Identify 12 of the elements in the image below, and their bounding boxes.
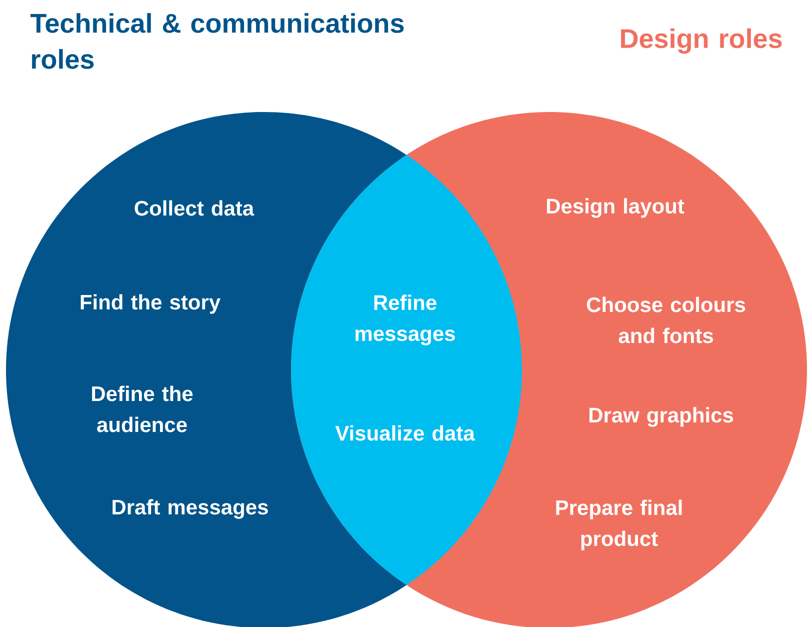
role-label: Collect data bbox=[134, 200, 254, 216]
role-label: Choose colours and fonts bbox=[586, 296, 746, 344]
role-label: Draft messages bbox=[112, 499, 268, 519]
role-label: Find the story bbox=[80, 294, 220, 314]
heading: Technical & communications roles bbox=[30, 13, 404, 69]
role-label: Draw graphics bbox=[589, 407, 734, 427]
role-label: Design layout bbox=[547, 198, 684, 218]
role-label: Refine messages bbox=[356, 294, 455, 346]
role-label: Visualize data bbox=[335, 425, 475, 441]
role-label: Prepare final product bbox=[556, 500, 682, 550]
heading: Design roles bbox=[621, 28, 782, 54]
role-label: Define the audience bbox=[92, 386, 193, 432]
